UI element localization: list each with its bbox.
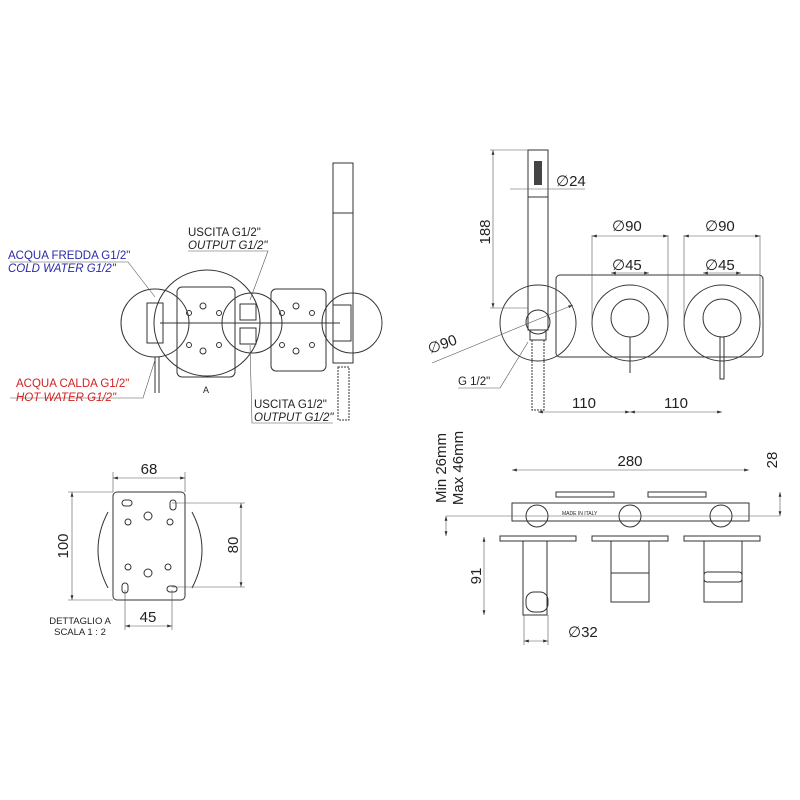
dim-188: 188 xyxy=(477,219,494,244)
svg-text:∅45: ∅45 xyxy=(705,257,735,274)
dim-45-a: 45 xyxy=(625,257,642,274)
dim-68: 68 xyxy=(141,461,158,478)
svg-text:MADE IN ITALY: MADE IN ITALY xyxy=(562,511,598,517)
dim-100: 100 xyxy=(55,533,72,558)
valve-handle-1 xyxy=(610,298,650,338)
spray-face-icon xyxy=(534,161,542,185)
detail-marker: A xyxy=(203,385,209,395)
output-2-label-it: USCITA G1/2" xyxy=(254,399,327,411)
output-2-label-en: OUTPUT G1/2" xyxy=(254,412,334,424)
svg-text:∅32: ∅32 xyxy=(568,624,598,641)
svg-text:∅90: ∅90 xyxy=(705,218,735,235)
dim-45-b: 45 xyxy=(718,257,735,274)
dim-28: 28 xyxy=(764,452,781,469)
valve-handle-2 xyxy=(702,298,742,338)
svg-text:∅24: ∅24 xyxy=(556,173,586,190)
cold-water-label-en: COLD WATER G1/2" xyxy=(8,263,117,275)
svg-text:∅45: ∅45 xyxy=(612,257,642,274)
shower-hose xyxy=(337,366,350,421)
dim-90-shower: 90 xyxy=(438,332,459,354)
dim-280: 280 xyxy=(617,453,642,470)
lever-2 xyxy=(719,336,725,380)
dim-110-a: 110 xyxy=(572,395,596,412)
spout-body xyxy=(522,540,548,616)
dim-80: 80 xyxy=(225,537,242,554)
output-1-label-en: OUTPUT G1/2" xyxy=(188,240,268,252)
mounting-rail xyxy=(511,502,750,522)
detail-plate xyxy=(112,491,186,601)
mounting-plate xyxy=(555,274,764,358)
valve-flange-2 xyxy=(683,284,761,362)
detail-a: 68 100 80 45 DETTAGLIO A SCALA 1 : 2 xyxy=(49,461,245,638)
dim-90-b: 90 xyxy=(718,218,735,235)
svg-text:∅90: ∅90 xyxy=(426,332,460,358)
dim-91: 91 xyxy=(468,568,485,585)
plate-holes xyxy=(186,302,315,355)
thread-label: G 1/2" xyxy=(458,376,490,388)
max-depth: Max 46mm xyxy=(450,431,467,505)
mounting-plate-1 xyxy=(176,286,236,378)
side-view: MADE IN ITALY 280 28 Min 26mm Max 46mm 9… xyxy=(433,431,782,645)
dim-90-a: 90 xyxy=(625,218,642,235)
dim-32: 32 xyxy=(581,624,598,641)
detail-title: DETTAGLIO A xyxy=(49,616,111,627)
dim-110-b: 110 xyxy=(664,395,688,412)
elevation-view: 188 ∅24 ∅90 ∅90 ∅45 ∅45 ∅90 G 1/2" 110 1… xyxy=(426,149,764,414)
output-1-label-it: USCITA G1/2" xyxy=(188,227,261,239)
svg-text:∅90: ∅90 xyxy=(612,218,642,235)
detail-scale: SCALA 1 : 2 xyxy=(54,627,106,638)
dim-45: 45 xyxy=(140,609,157,626)
shower-hose xyxy=(531,339,545,411)
front-view: USCITA G1/2" OUTPUT G1/2" ACQUA FREDDA G… xyxy=(8,162,383,424)
min-depth: Min 26mm xyxy=(433,433,450,503)
hand-shower-side xyxy=(332,162,354,364)
hot-water-label-en: HOT WATER G1/2" xyxy=(16,392,117,404)
cold-water-label-it: ACQUA FREDDA G1/2" xyxy=(8,250,130,262)
mounting-plate-2 xyxy=(270,288,327,372)
shower-outlet-flange xyxy=(499,284,577,362)
dim-24: 24 xyxy=(569,173,586,190)
hot-water-label-it: ACQUA CALDA G1/2" xyxy=(16,378,129,390)
